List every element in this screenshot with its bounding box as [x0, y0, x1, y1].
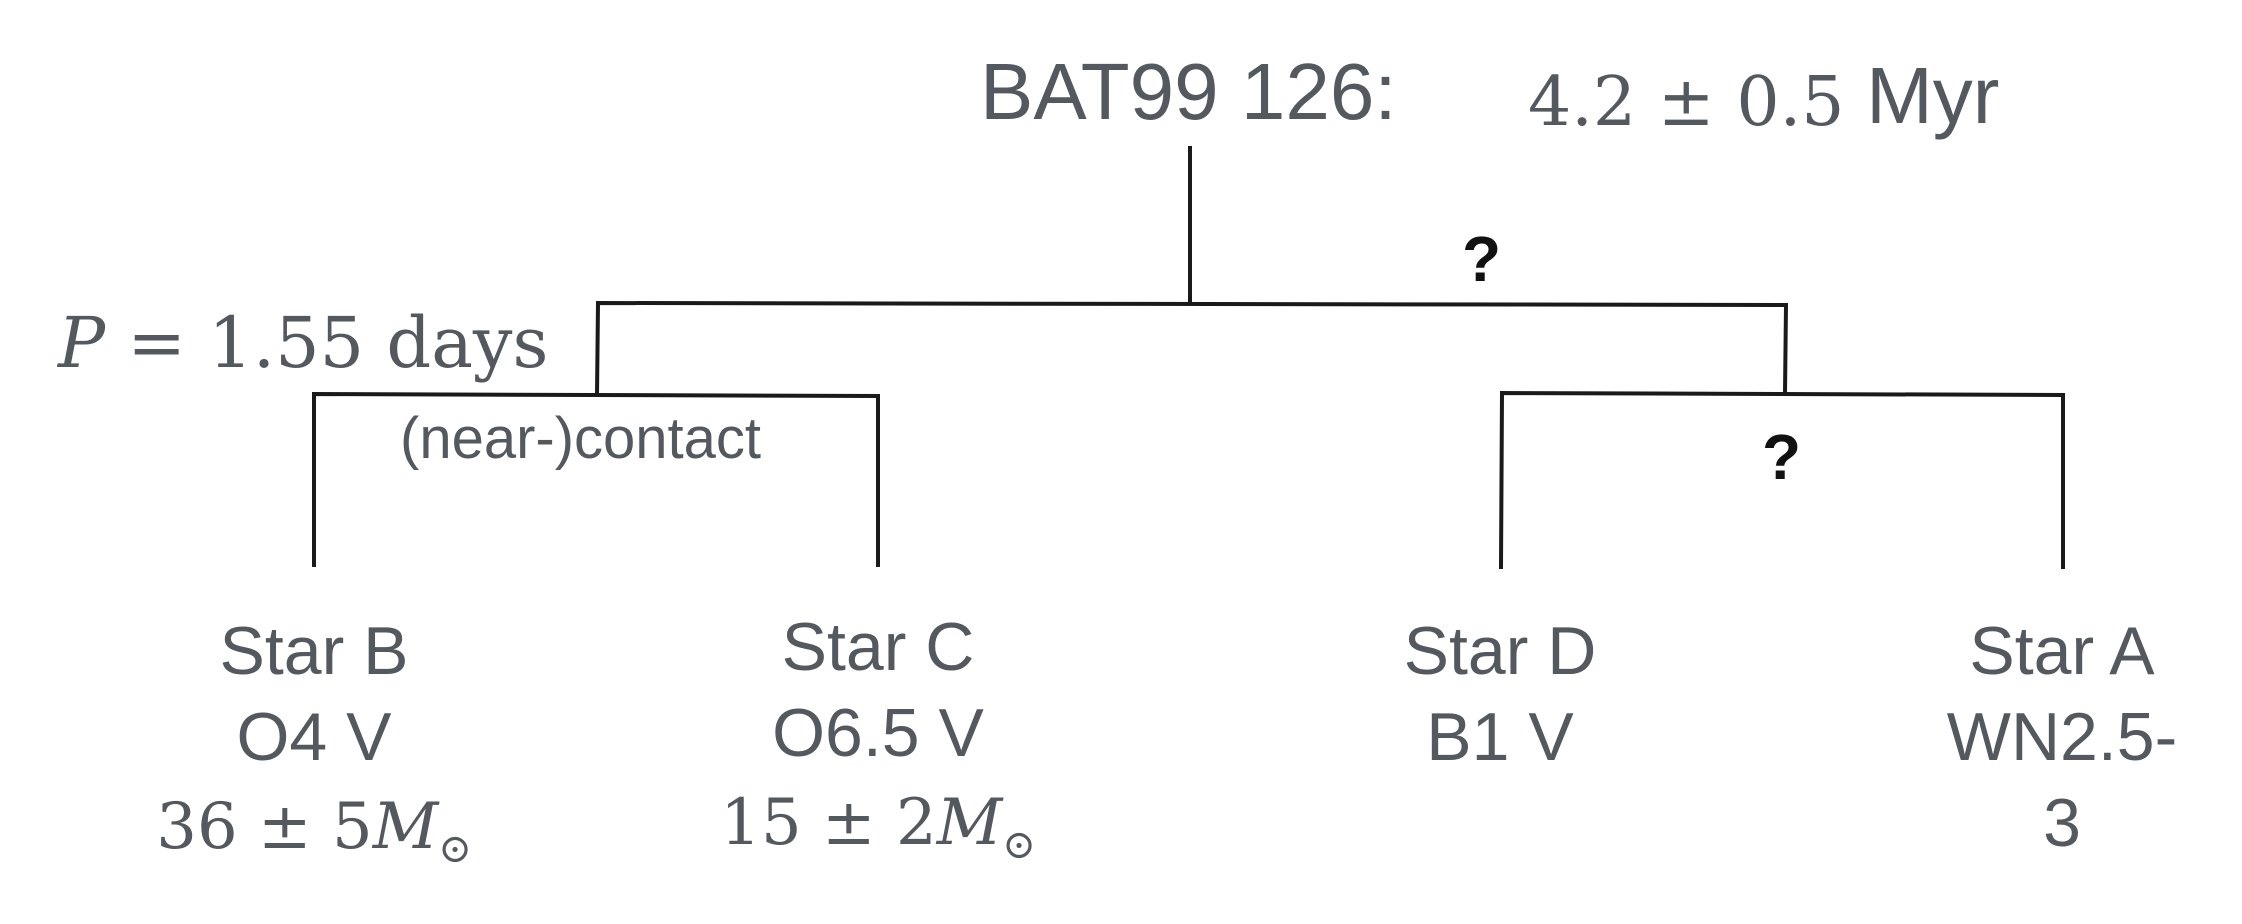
inner-binary-period: P = 1.55 days	[58, 308, 548, 378]
period-value: = 1.55 days	[127, 302, 549, 384]
sun-symbol: ⊙	[1002, 821, 1036, 868]
star-name: Star D	[1403, 613, 1597, 689]
inner-binary-bracket	[312, 391, 880, 567]
star-spectral-type: O6.5 V	[772, 695, 984, 771]
mass-value: 15 ± 2	[720, 786, 937, 860]
star-name: Star C	[781, 609, 975, 685]
star-spectral-type: B1 V	[1426, 699, 1574, 775]
mass-value: 36 ± 5	[156, 790, 373, 864]
mass-symbol: M	[936, 786, 1003, 860]
outer-pair-bracket	[1498, 390, 2065, 570]
age-value: 4.2 ± 0.5	[1528, 63, 1845, 142]
star-spectral-type: O4 V	[236, 699, 392, 775]
sun-symbol: ⊙	[438, 825, 472, 872]
star-mass: 36 ± 5M⊙	[156, 780, 472, 896]
system-age: 4.2 ± 0.5 Myr	[1528, 56, 1999, 138]
age-unit: Myr	[1866, 51, 2000, 140]
star-node-c: Star C O6.5 V 15 ± 2M⊙	[720, 604, 1036, 892]
mass-symbol: M	[372, 790, 439, 864]
system-title: BAT99 126:	[980, 47, 1397, 136]
star-spectral-type: WN2.5-3	[1946, 699, 2178, 861]
period-symbol: P	[58, 302, 106, 384]
star-node-a: Star A WN2.5-3	[1947, 608, 2177, 866]
star-name: Star B	[219, 613, 409, 689]
star-name: Star A	[1969, 613, 2155, 689]
star-node-d: Star D B1 V	[1404, 608, 1597, 780]
top-bracket	[594, 300, 1789, 398]
star-mass: 15 ± 2M⊙	[720, 776, 1036, 892]
star-node-b: Star B O4 V 36 ± 5M⊙	[156, 608, 472, 896]
binary-configuration-label: (near-)contact	[400, 406, 762, 471]
unknown-orbit-mark-right: ?	[1762, 421, 1802, 493]
unknown-orbit-mark-top: ?	[1462, 223, 1502, 295]
